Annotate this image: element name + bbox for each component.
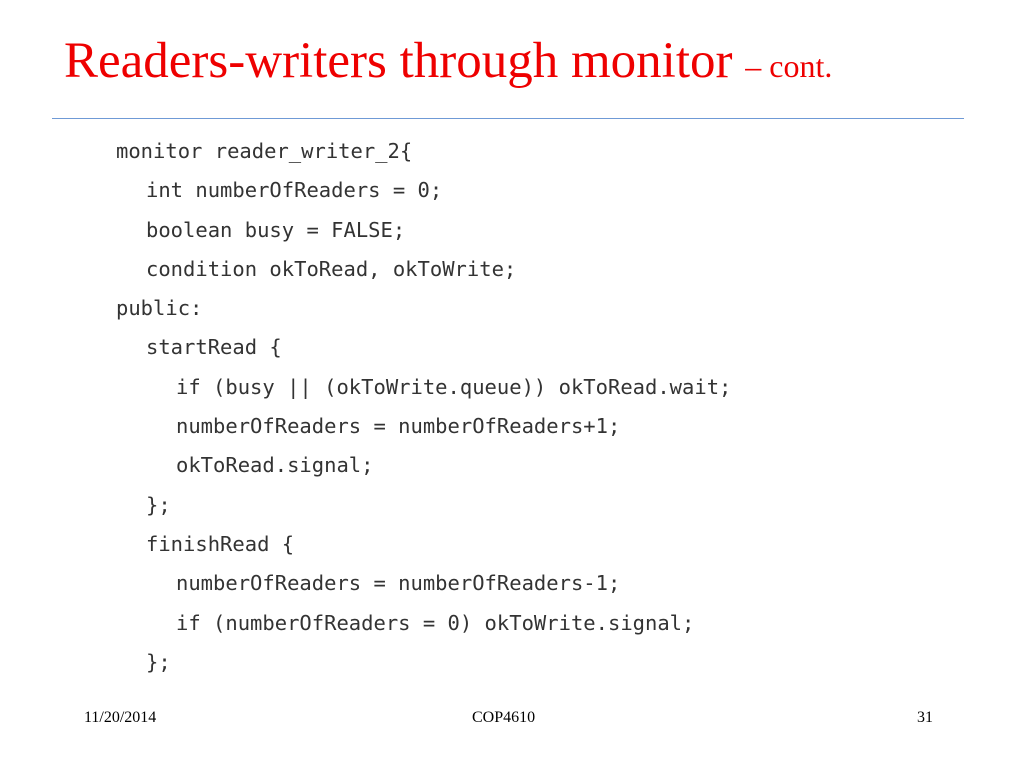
code-line: finishRead { [146,531,295,556]
code-line: okToRead.signal; [176,453,374,478]
slide-title: Readers-writers through monitor – cont. [64,26,832,101]
code-line: public: [116,296,203,321]
code-line: }; [146,649,171,674]
code-line: boolean busy = FALSE; [146,217,406,242]
code-line: int numberOfReaders = 0; [146,178,443,203]
code-line: startRead { [146,335,282,360]
code-line: }; [146,492,171,517]
code-line: monitor reader_writer_2{ [116,139,413,163]
code-line: condition okToRead, okToWrite; [146,256,517,281]
slide-title-suffix: – cont. [745,48,833,84]
slide-title-main: Readers-writers through monitor [64,33,733,89]
code-line: if (numberOfReaders = 0) okToWrite.signa… [176,610,695,635]
code-line: numberOfReaders = numberOfReaders-1; [176,571,621,596]
footer-date: 11/20/2014 [84,709,157,726]
footer-course: COP4610 [472,709,536,726]
code-line: numberOfReaders = numberOfReaders+1; [176,414,621,439]
code-block: monitor reader_writer_2{ int numberOfRea… [116,134,731,684]
footer-page-number: 31 [917,709,933,726]
title-divider [52,118,964,119]
code-line: if (busy || (okToWrite.queue)) okToRead.… [176,374,732,399]
